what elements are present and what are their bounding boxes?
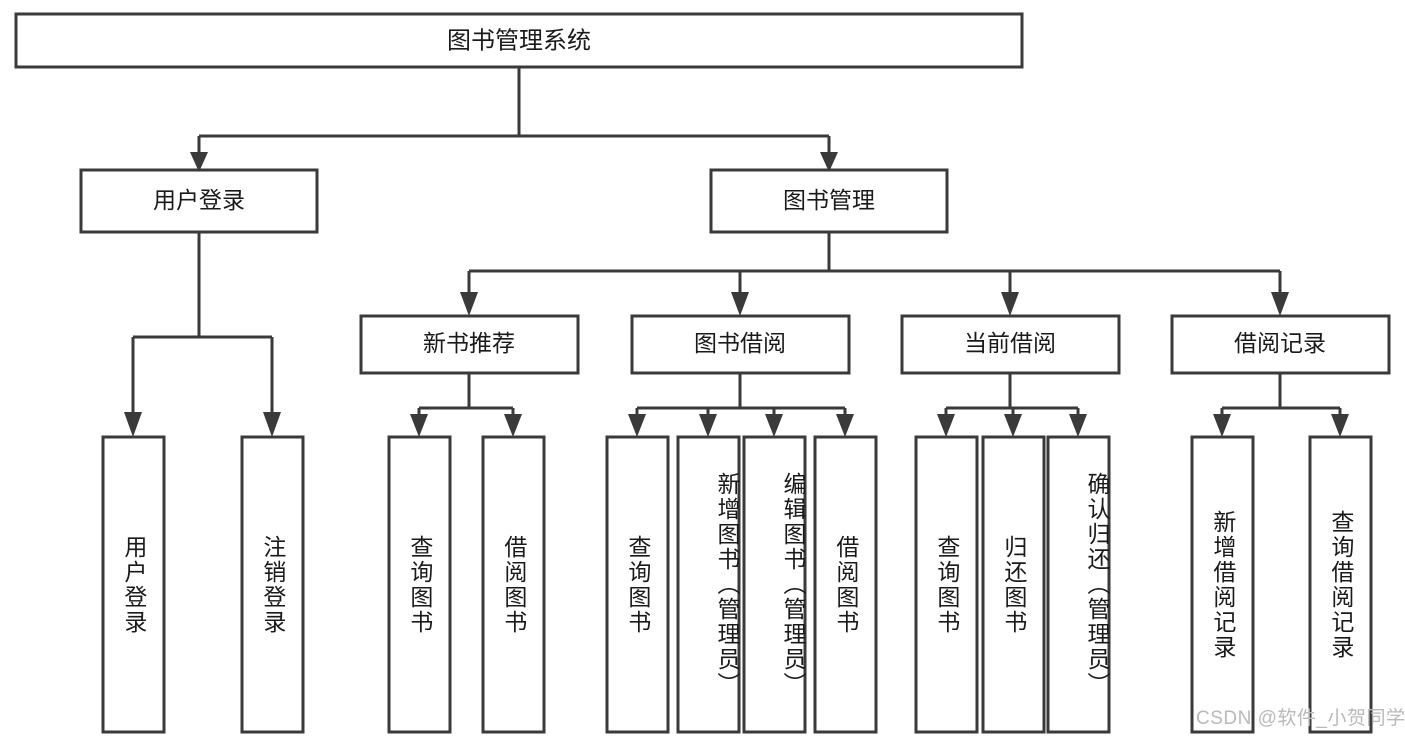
- arrowhead-leaf-return-book: [1004, 414, 1022, 437]
- arrowhead-leaf-query-book-1: [410, 414, 428, 437]
- node-user-login-box[interactable]: [79, 168, 319, 234]
- arrowhead-leaf-user-login: [124, 412, 142, 437]
- arrowhead-book-borrow: [731, 292, 749, 316]
- arrowhead-new-book-rec: [460, 292, 478, 316]
- node-root-box[interactable]: [14, 12, 1024, 69]
- connector-new-book-rec-branch: [417, 373, 515, 422]
- arrowhead-borrow-record: [1271, 292, 1289, 316]
- arrowhead-leaf-query-record: [1331, 414, 1349, 437]
- node-leaf-confirm-return-box[interactable]: [1046, 435, 1111, 734]
- node-new-book-rec[interactable]: 新书推荐: [359, 314, 580, 375]
- node-book-borrow-box[interactable]: [630, 314, 851, 375]
- node-user-login[interactable]: 用户登录: [79, 168, 319, 234]
- arrowhead-current-borrow: [1001, 292, 1019, 316]
- arrowhead-user-login: [190, 152, 208, 172]
- arrowhead-leaf-add-book: [699, 414, 717, 437]
- arrowhead-leaf-edit-book: [765, 414, 783, 437]
- connector-book-borrow-branch: [635, 373, 847, 422]
- node-leaf-add-record-box[interactable]: [1190, 435, 1255, 734]
- connector-user-login-branch: [131, 232, 274, 420]
- arrowhead-leaf-add-record: [1213, 414, 1231, 437]
- node-leaf-logout-box[interactable]: [240, 435, 305, 734]
- connector-root-trunk: [197, 67, 831, 160]
- arrowhead-leaf-borrow-book-2: [836, 414, 854, 437]
- node-new-book-rec-box[interactable]: [359, 314, 580, 375]
- node-leaf-query-book-3-box[interactable]: [914, 435, 979, 734]
- node-borrow-record[interactable]: 借阅记录: [1170, 314, 1391, 375]
- node-current-borrow[interactable]: 当前借阅: [900, 314, 1121, 375]
- csdn-watermark: CSDN @软件_小贺同学: [1196, 708, 1405, 729]
- node-user-login-label: 用户登录: [153, 187, 245, 213]
- node-leaf-borrow-book-1-box[interactable]: [481, 435, 546, 734]
- node-book-borrow-label: 图书借阅: [694, 330, 786, 356]
- node-borrow-record-box[interactable]: [1170, 314, 1391, 375]
- arrowhead-leaf-borrow-book-1: [504, 414, 522, 437]
- node-book-borrow[interactable]: 图书借阅: [630, 314, 851, 375]
- node-book-manage[interactable]: 图书管理: [709, 168, 949, 234]
- node-leaf-add-book-box[interactable]: [676, 435, 741, 734]
- arrowhead-leaf-query-book-2: [628, 414, 646, 437]
- node-current-borrow-label: 当前借阅: [964, 330, 1056, 356]
- node-new-book-rec-label: 新书推荐: [423, 330, 515, 356]
- arrowhead-leaf-confirm-return: [1069, 414, 1087, 437]
- node-root[interactable]: 图书管理系统: [14, 12, 1024, 69]
- arrowhead-leaf-query-book-3: [937, 414, 955, 437]
- node-leaf-query-book-1-box[interactable]: [387, 435, 452, 734]
- connector-layer: [124, 67, 1349, 437]
- node-borrow-record-label: 借阅记录: [1234, 330, 1326, 356]
- node-root-label: 图书管理系统: [447, 27, 591, 54]
- node-leaf-query-book-2-box[interactable]: [605, 435, 670, 734]
- arrowhead-book-manage: [820, 152, 838, 172]
- node-book-manage-label: 图书管理: [783, 187, 875, 213]
- node-current-borrow-box[interactable]: [900, 314, 1121, 375]
- arrowhead-leaf-logout: [263, 412, 281, 437]
- node-leaf-user-login-box[interactable]: [101, 435, 166, 734]
- leaf-box-layer: [101, 435, 1373, 734]
- node-leaf-edit-book-box[interactable]: [742, 435, 807, 734]
- node-book-manage-box[interactable]: [709, 168, 949, 234]
- connector-book-manage-branch: [467, 232, 1282, 300]
- node-leaf-borrow-book-2-box[interactable]: [813, 435, 878, 734]
- node-leaf-return-book-box[interactable]: [981, 435, 1046, 734]
- connector-borrow-record-branch: [1220, 373, 1342, 422]
- node-leaf-query-record-box[interactable]: [1308, 435, 1373, 734]
